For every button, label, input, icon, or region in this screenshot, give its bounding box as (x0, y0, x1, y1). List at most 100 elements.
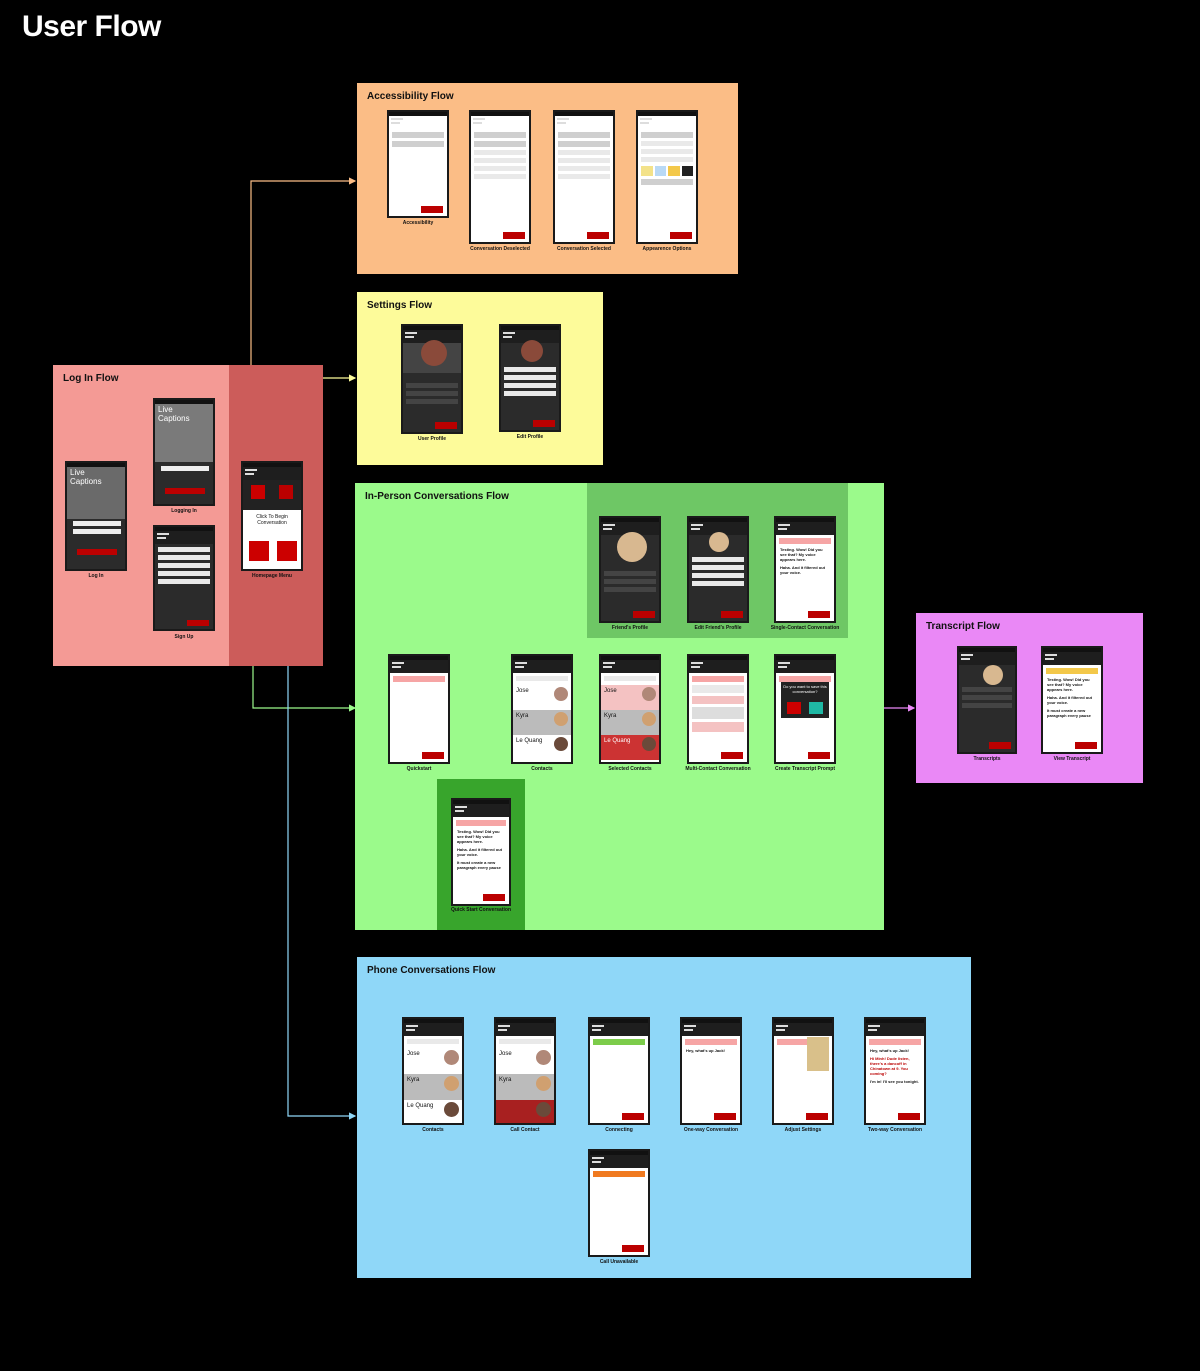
phone-contact-kyra[interactable]: Kyra (404, 1074, 462, 1100)
call-row-jose[interactable]: Jose (496, 1048, 554, 1074)
selected-save-button[interactable] (587, 232, 609, 239)
phone-flow-region: Phone Conversations Flow Jose Kyra Le Qu… (357, 957, 971, 1278)
contact-row-jose[interactable]: Jose (513, 685, 571, 710)
friend-edit-button[interactable] (633, 611, 655, 618)
connecting-finish-button[interactable] (622, 1113, 644, 1120)
transcript-flow-title: Transcript Flow (926, 621, 1000, 632)
appearance-save-button[interactable] (670, 232, 692, 239)
home-accessibility-tile[interactable] (251, 485, 265, 499)
caption-connecting: Connecting (605, 1127, 633, 1133)
screen-edit-friends-profile[interactable] (687, 516, 749, 623)
save-no-button[interactable] (787, 702, 801, 714)
sign-up-submit-button[interactable] (187, 620, 209, 626)
save-yes-button[interactable] (809, 702, 823, 714)
screen-multi-contact[interactable] (687, 654, 749, 764)
screen-appearance-options[interactable] (636, 110, 698, 244)
home-settings-tile[interactable] (279, 485, 293, 499)
screen-homepage-menu[interactable]: Click To Begin Conversation (241, 461, 303, 571)
edit-profile-avatar (521, 340, 543, 362)
single-finish-button[interactable] (808, 611, 830, 618)
deselected-save-button[interactable] (503, 232, 525, 239)
screen-adjust-settings[interactable] (772, 1017, 834, 1125)
login-sign-in-button[interactable] (77, 549, 117, 555)
accessibility-save-button[interactable] (421, 206, 443, 213)
screen-conversation-deselected[interactable] (469, 110, 531, 244)
screen-log-in[interactable]: Live Captions (65, 461, 127, 571)
scheme-swatch-3[interactable] (668, 166, 680, 176)
home-prompt: Click To Begin Conversation (256, 514, 288, 526)
caption-phone-contacts: Contacts (422, 1127, 444, 1133)
view-transcript-finish-button[interactable] (1075, 742, 1097, 749)
contact-row-kyra[interactable]: Kyra (513, 710, 571, 735)
multi-contact-finish-button[interactable] (721, 752, 743, 759)
contact-row-le-quang[interactable]: Le Quang (513, 735, 571, 760)
screen-accessibility[interactable] (387, 110, 449, 218)
edit-friend-save-button[interactable] (721, 611, 743, 618)
logging-in-button[interactable] (165, 488, 205, 494)
screen-view-transcript[interactable]: Testing. Wow! Did you see that? My voice… (1041, 646, 1103, 754)
accessibility-flow-region: Accessibility Flow Accessibility Convers… (357, 83, 738, 274)
page-title: User Flow (22, 10, 161, 43)
settings-flow-region: Settings Flow User Profile Edit Profile (357, 292, 603, 465)
screen-transcripts[interactable] (957, 646, 1017, 754)
home-in-person-tile[interactable] (249, 541, 269, 561)
selected-row-le-quang[interactable]: Le Quang (601, 735, 659, 760)
prompt-finish-button[interactable] (808, 752, 830, 759)
screen-one-way[interactable]: Hey, what's up Jack! (680, 1017, 742, 1125)
adjust-settings-panel[interactable] (807, 1037, 829, 1071)
login-email-field[interactable] (73, 521, 121, 526)
caption-edit-friends-profile: Edit Friend's Profile (694, 625, 742, 631)
one-way-finish-button[interactable] (714, 1113, 736, 1120)
scheme-swatch-1[interactable] (641, 166, 653, 176)
in-person-flow-region: In-Person Conversations Flow Quickstart … (355, 483, 884, 930)
screen-call-contact[interactable]: Jose Kyra (494, 1017, 556, 1125)
home-phone-tile[interactable] (277, 541, 297, 561)
selected-row-jose[interactable]: Jose (601, 685, 659, 710)
screen-connecting[interactable] (588, 1017, 650, 1125)
screen-phone-contacts[interactable]: Jose Kyra Le Quang (402, 1017, 464, 1125)
two-way-finish-button[interactable] (898, 1113, 920, 1120)
caption-contacts: Contacts (531, 766, 553, 772)
transcript-flow-region: Transcript Flow Transcripts Testing. Wow… (916, 613, 1143, 783)
phone-contact-le-quang[interactable]: Le Quang (404, 1100, 462, 1123)
scheme-swatch-2[interactable] (654, 166, 666, 176)
screen-conversation-selected[interactable] (553, 110, 615, 244)
screen-quickstart[interactable] (388, 654, 450, 764)
screen-selected-contacts[interactable]: Jose Kyra Le Quang (599, 654, 661, 764)
caption-view-transcript: View Transcript (1053, 756, 1091, 762)
caption-two-way: Two-way Conversation (867, 1127, 923, 1133)
screen-user-profile[interactable] (401, 324, 463, 434)
caption-quickstart: Quickstart (406, 766, 432, 772)
screen-sign-up[interactable] (153, 525, 215, 631)
scheme-swatch-4[interactable] (681, 166, 693, 176)
quick-start-finish-button[interactable] (483, 894, 505, 901)
screen-two-way[interactable]: Hey, what's up Jack! Hi Minh! Dude liste… (864, 1017, 926, 1125)
logging-in-field[interactable] (161, 466, 209, 471)
edit-profile-save-button[interactable] (533, 420, 555, 427)
phone-contact-jose[interactable]: Jose (404, 1048, 462, 1074)
screen-friends-profile[interactable] (599, 516, 661, 623)
call-row-kyra[interactable]: Kyra (496, 1074, 554, 1100)
screen-edit-profile[interactable] (499, 324, 561, 432)
login-flow-title: Log In Flow (63, 373, 119, 384)
caption-one-way: One-way Conversation (683, 1127, 739, 1133)
login-password-field[interactable] (73, 529, 121, 534)
adjust-finish-button[interactable] (806, 1113, 828, 1120)
call-row-calling[interactable] (496, 1100, 554, 1123)
quickstart-finish-button[interactable] (422, 752, 444, 759)
screen-call-unavailable[interactable] (588, 1149, 650, 1257)
caption-homepage-menu: Homepage Menu (251, 573, 292, 579)
accessibility-flow-title: Accessibility Flow (367, 91, 454, 102)
caption-call-unavailable: Call Unavailable (599, 1259, 639, 1265)
transcripts-view-button[interactable] (989, 742, 1011, 749)
screen-contacts[interactable]: Jose Kyra Le Quang (511, 654, 573, 764)
selected-row-kyra[interactable]: Kyra (601, 710, 659, 735)
screen-quick-start-conversation[interactable]: Testing. Wow! Did you see that? My voice… (451, 798, 511, 906)
caption-quick-start-conversation: Quick Start Conversation (450, 907, 511, 913)
screen-create-transcript-prompt[interactable]: Do you want to save this conversation? (774, 654, 836, 764)
screen-single-contact[interactable]: Testing. Wow! Did you see that? My voice… (774, 516, 836, 623)
unavailable-finish-button[interactable] (622, 1245, 644, 1252)
save-dialog-text: Do you want to save this conversation? (783, 684, 827, 694)
screen-logging-in[interactable]: Live Captions (153, 398, 215, 506)
user-profile-edit-button[interactable] (435, 422, 457, 429)
